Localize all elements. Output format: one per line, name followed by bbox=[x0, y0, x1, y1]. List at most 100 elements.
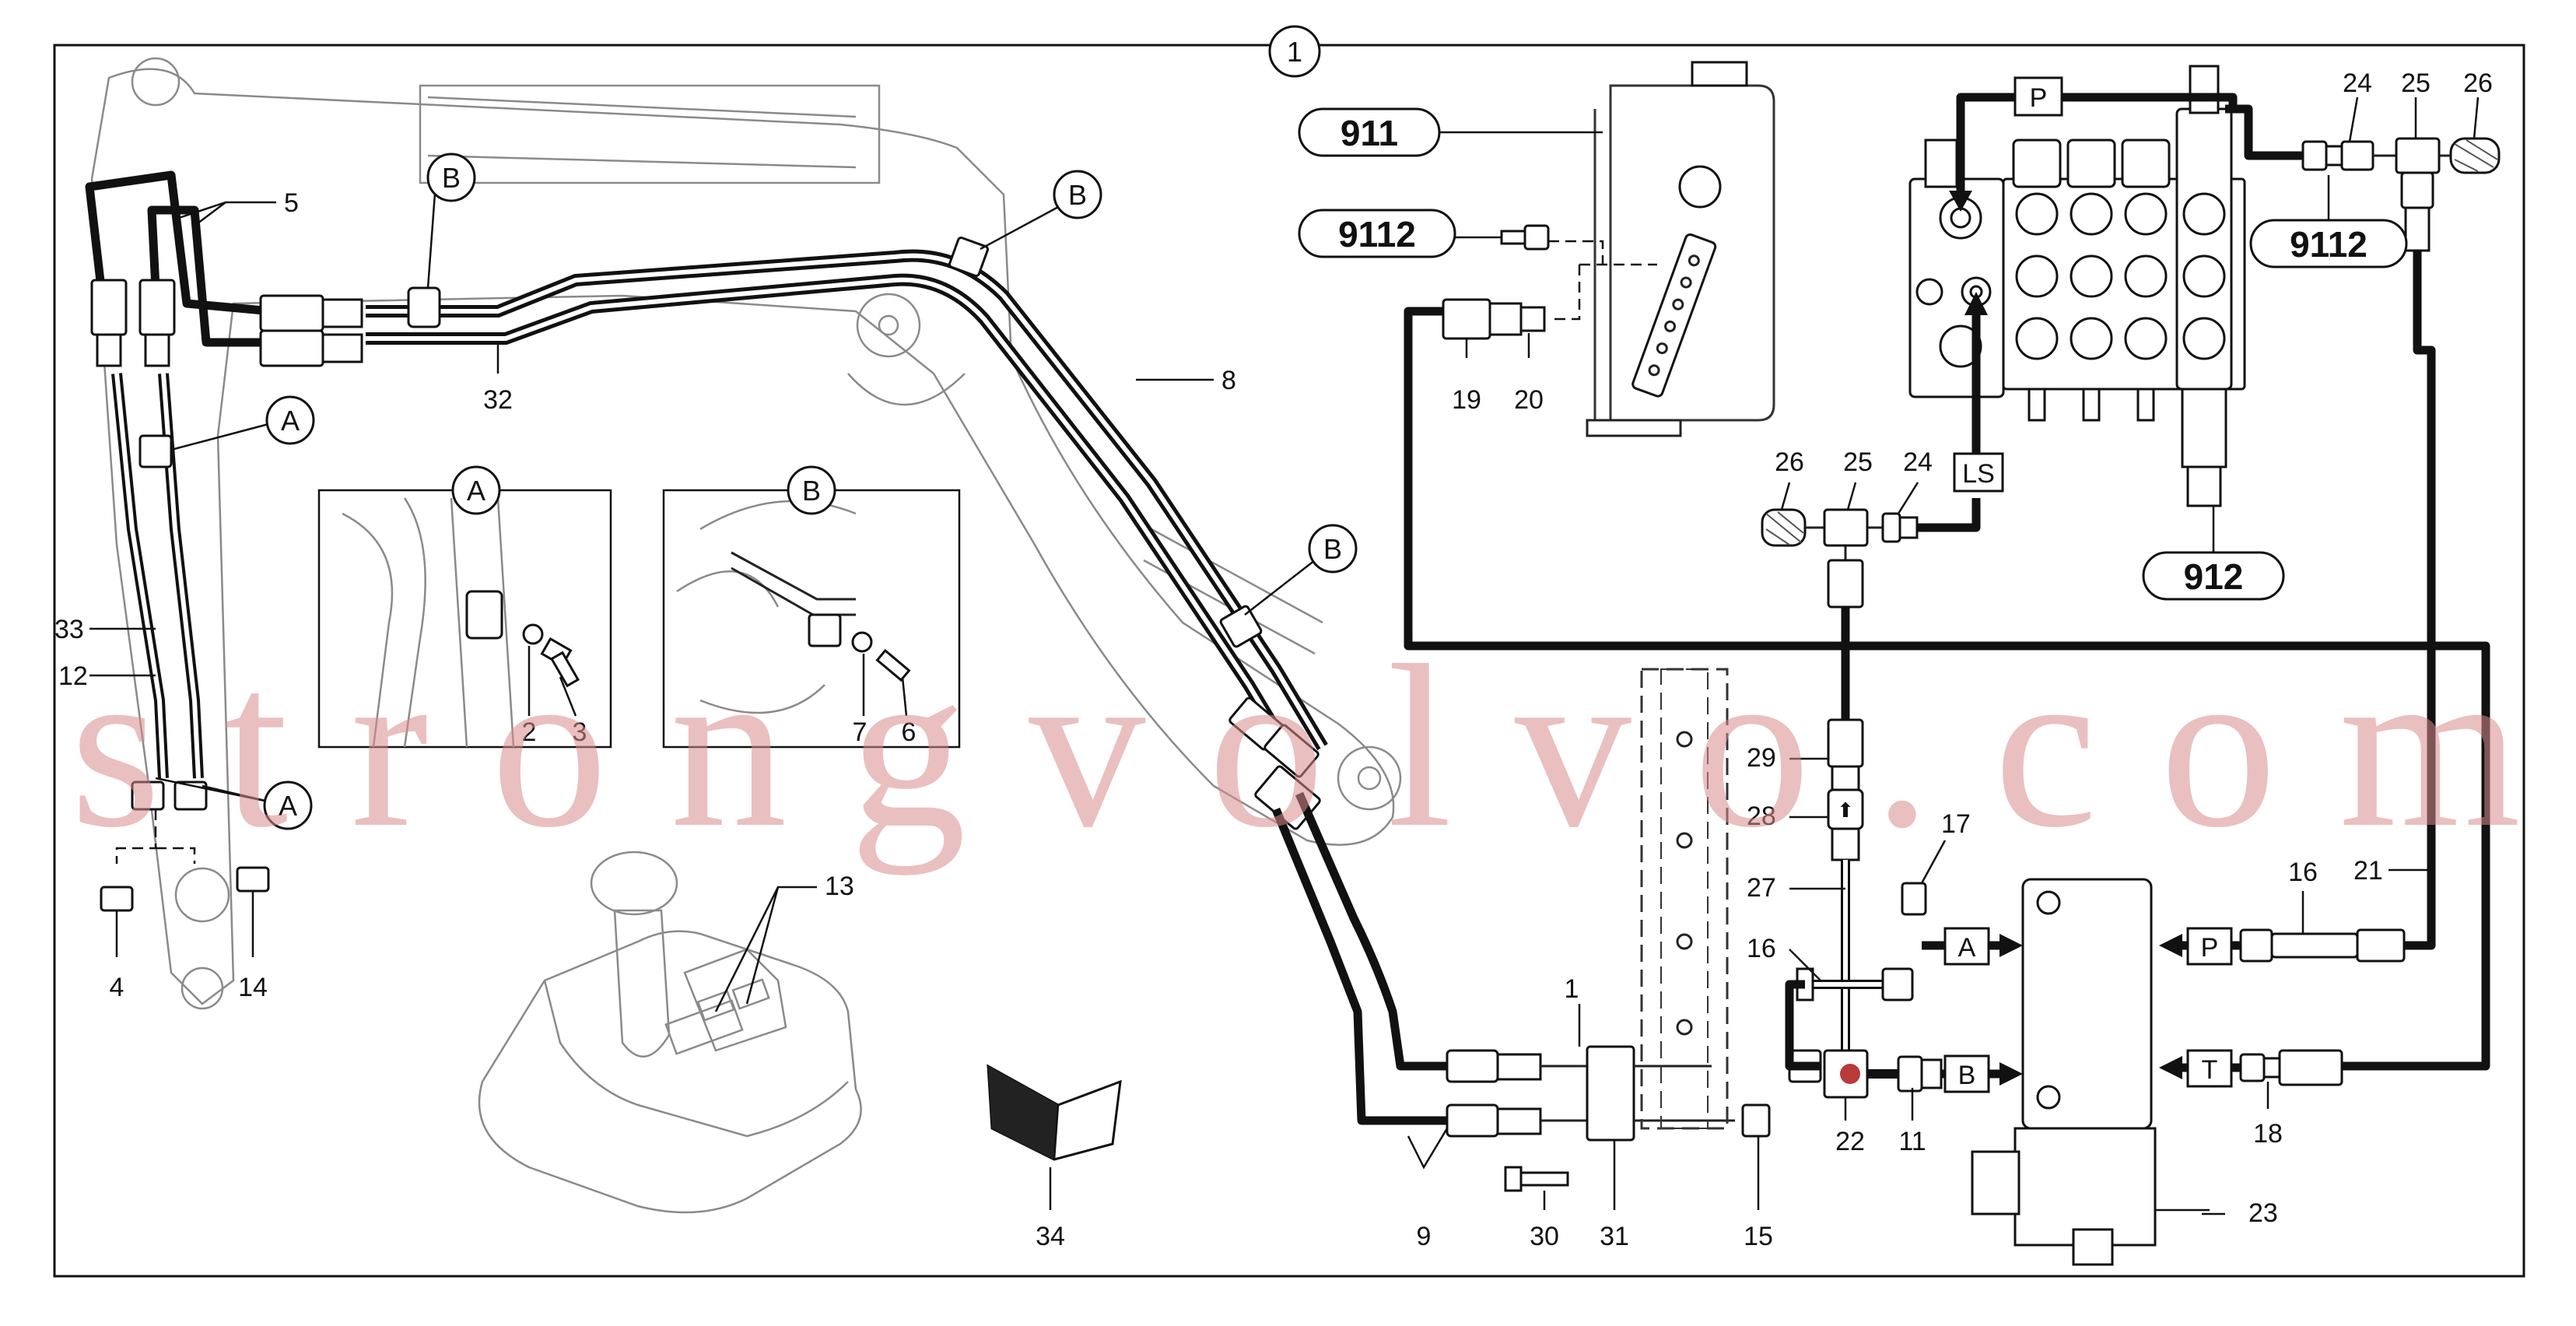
right-tee-assembly bbox=[2062, 93, 2501, 950]
part-7: 7 bbox=[853, 717, 867, 747]
section-callouts: B B B A A bbox=[155, 153, 1358, 830]
part-12: 12 bbox=[58, 661, 88, 691]
part-24-left: 24 bbox=[1903, 447, 1933, 477]
group-label-9112-right: 9112 bbox=[2249, 175, 2408, 268]
part-8: 8 bbox=[1221, 366, 1236, 395]
callout-b-low: B bbox=[1244, 524, 1358, 616]
port-b-box bbox=[1943, 1054, 1990, 1093]
part-33: 33 bbox=[54, 615, 84, 644]
part-1: 1 bbox=[1565, 974, 1579, 1004]
part-30: 30 bbox=[1530, 1222, 1559, 1251]
svg-text:911: 911 bbox=[1341, 113, 1398, 153]
tank-bracket bbox=[1631, 233, 1717, 398]
lower-hoses bbox=[1271, 791, 1447, 1125]
part-20: 20 bbox=[1514, 385, 1544, 415]
spool-circles bbox=[2015, 192, 2226, 360]
port-t-side: T bbox=[2202, 1055, 2218, 1085]
part-26-right: 26 bbox=[2463, 68, 2493, 98]
detail-a-circle bbox=[451, 465, 501, 515]
detail-b-circle bbox=[787, 465, 836, 515]
part-23: 23 bbox=[2248, 1198, 2278, 1228]
figure-index-circle bbox=[1268, 25, 1321, 78]
group-label-911: 911 bbox=[1298, 107, 1603, 157]
detail-b-label: B bbox=[802, 475, 821, 507]
port-t-side-box bbox=[2186, 1049, 2233, 1088]
part-25-right: 25 bbox=[2401, 68, 2431, 98]
part-26-left: 26 bbox=[1775, 447, 1804, 477]
part-5: 5 bbox=[284, 188, 299, 218]
joystick-console bbox=[478, 851, 862, 1214]
part-22: 22 bbox=[1835, 1127, 1865, 1156]
part-31: 31 bbox=[1600, 1222, 1629, 1251]
part-14: 14 bbox=[238, 973, 268, 1002]
part-28: 28 bbox=[1747, 802, 1776, 831]
valve-arrows bbox=[1949, 93, 2015, 467]
callout-a-top: A bbox=[170, 395, 315, 451]
manual-book bbox=[987, 1064, 1122, 1161]
part-27: 27 bbox=[1747, 873, 1776, 903]
part-24-right: 24 bbox=[2343, 68, 2372, 98]
port-p-side-box bbox=[2186, 927, 2233, 966]
svg-text:9112: 9112 bbox=[1338, 214, 1416, 254]
svg-text:A: A bbox=[279, 790, 297, 822]
svg-text:912: 912 bbox=[2184, 556, 2244, 597]
part-6: 6 bbox=[902, 717, 916, 747]
group-label-912: 912 bbox=[2142, 506, 2285, 601]
valve-block-912 bbox=[1908, 65, 2246, 507]
boom-outline bbox=[90, 57, 1402, 1010]
part-32: 32 bbox=[483, 385, 513, 415]
part-16-right: 16 bbox=[2288, 858, 2318, 887]
boom-base-hoses bbox=[85, 170, 273, 347]
callout-b-mid: B bbox=[980, 170, 1102, 251]
part-17: 17 bbox=[1941, 809, 1971, 839]
part-25-left: 25 bbox=[1843, 447, 1873, 477]
detail-view-a: A bbox=[317, 465, 612, 749]
group-label-9112-left: 9112 bbox=[1298, 209, 1502, 258]
callout-b-top: B bbox=[426, 153, 476, 289]
swivel-fittings bbox=[1446, 1045, 1822, 1142]
figure-index: 1 bbox=[1287, 36, 1302, 68]
port-p-top: P bbox=[2030, 83, 2048, 113]
boom-fittings bbox=[90, 236, 1321, 912]
check-arrow: ⬆ bbox=[1837, 798, 1854, 822]
part-13: 13 bbox=[825, 872, 854, 901]
ls-tee-assembly bbox=[1761, 498, 1981, 609]
part-18: 18 bbox=[2253, 1119, 2283, 1149]
return-loop bbox=[1404, 307, 2490, 1071]
port-a: A bbox=[1958, 933, 1976, 963]
svg-text:A: A bbox=[281, 405, 300, 437]
part-9: 9 bbox=[1417, 1222, 1432, 1251]
marker-dot bbox=[1840, 1064, 1860, 1084]
part-34: 34 bbox=[1036, 1222, 1065, 1251]
part-19: 19 bbox=[1452, 385, 1481, 415]
port-b: B bbox=[1958, 1061, 1976, 1090]
port-a-box bbox=[1943, 927, 1990, 966]
part-2: 2 bbox=[522, 717, 537, 747]
callout-a-low: A bbox=[155, 777, 313, 830]
port-labels: P LS A B P T bbox=[1943, 76, 2233, 1093]
detail-view-b: B bbox=[662, 465, 961, 749]
port-ls: LS bbox=[1962, 459, 1995, 489]
part-29: 29 bbox=[1747, 743, 1776, 773]
side-fittings bbox=[2239, 928, 2406, 1086]
port-p-side: P bbox=[2201, 933, 2219, 963]
part-3: 3 bbox=[573, 717, 587, 747]
central-pipe-assembly: ⬆ bbox=[1785, 607, 1943, 1099]
svg-text:B: B bbox=[1068, 179, 1087, 211]
svg-text:B: B bbox=[442, 162, 461, 194]
svg-text:9112: 9112 bbox=[2290, 224, 2367, 265]
bolt-30 bbox=[1504, 1166, 1569, 1192]
port-ls-box bbox=[1953, 452, 2004, 493]
part-21: 21 bbox=[2353, 856, 2383, 886]
part-16-left: 16 bbox=[1747, 934, 1776, 963]
part-11: 11 bbox=[1898, 1127, 1926, 1156]
port-p-top-box bbox=[2013, 76, 2063, 117]
part-4: 4 bbox=[110, 973, 124, 1002]
svg-text:B: B bbox=[1323, 533, 1342, 565]
mounting-panel bbox=[1640, 668, 1729, 1130]
control-valve-23 bbox=[1971, 878, 2210, 1266]
part-number-labels: 5 32 8 33 12 2 3 7 6 4 14 13 34 9 30 31 … bbox=[54, 68, 2493, 1251]
detail-a-label: A bbox=[467, 475, 485, 507]
